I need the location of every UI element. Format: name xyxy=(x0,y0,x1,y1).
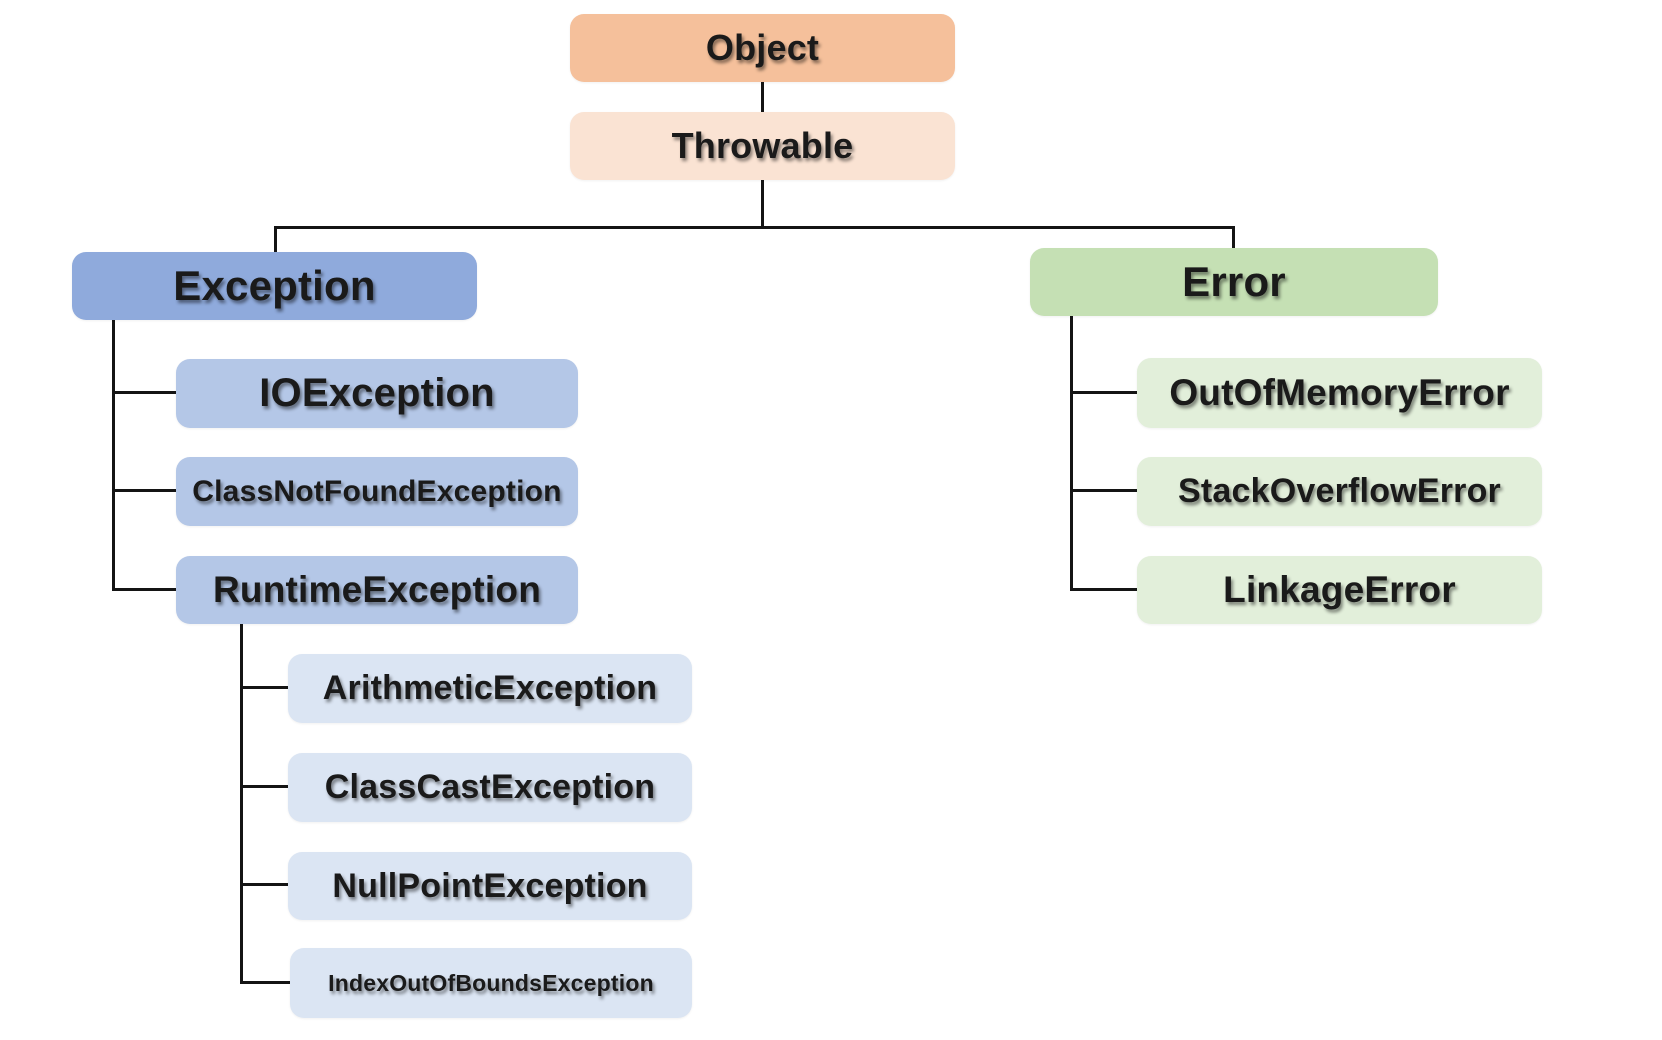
connector-line xyxy=(274,226,1235,229)
connector-line xyxy=(1070,391,1139,394)
connector-line xyxy=(1070,316,1073,591)
connector-line xyxy=(112,391,178,394)
node-nullpointexception: NullPointException xyxy=(288,852,692,920)
node-outofmemoryerror: OutOfMemoryError xyxy=(1137,358,1542,428)
connector-line xyxy=(240,624,243,984)
connector-line xyxy=(112,320,115,591)
node-indexoutofboundsexception: IndexOutOfBoundsException xyxy=(290,948,692,1018)
node-throwable: Throwable xyxy=(570,112,955,180)
node-error: Error xyxy=(1030,248,1438,316)
connector-line xyxy=(1070,489,1139,492)
connector-line xyxy=(761,82,764,112)
connector-line xyxy=(1232,226,1235,250)
node-exception: Exception xyxy=(72,252,477,320)
node-classnotfoundexception: ClassNotFoundException xyxy=(176,457,578,526)
connector-line xyxy=(240,686,290,689)
node-ioexception: IOException xyxy=(176,359,578,428)
node-classcastexception: ClassCastException xyxy=(288,753,692,822)
connector-line xyxy=(240,785,290,788)
connector-line xyxy=(112,489,178,492)
connector-line xyxy=(274,226,277,254)
node-linkageerror: LinkageError xyxy=(1137,556,1542,624)
connector-line xyxy=(240,883,290,886)
node-arithmeticexception: ArithmeticException xyxy=(288,654,692,723)
node-runtimeexception: RuntimeException xyxy=(176,556,578,624)
node-object: Object xyxy=(570,14,955,82)
connector-line xyxy=(240,981,292,984)
connector-line xyxy=(761,180,764,228)
node-stackoverflowerror: StackOverflowError xyxy=(1137,457,1542,526)
connector-line xyxy=(1070,588,1139,591)
connector-line xyxy=(112,588,178,591)
